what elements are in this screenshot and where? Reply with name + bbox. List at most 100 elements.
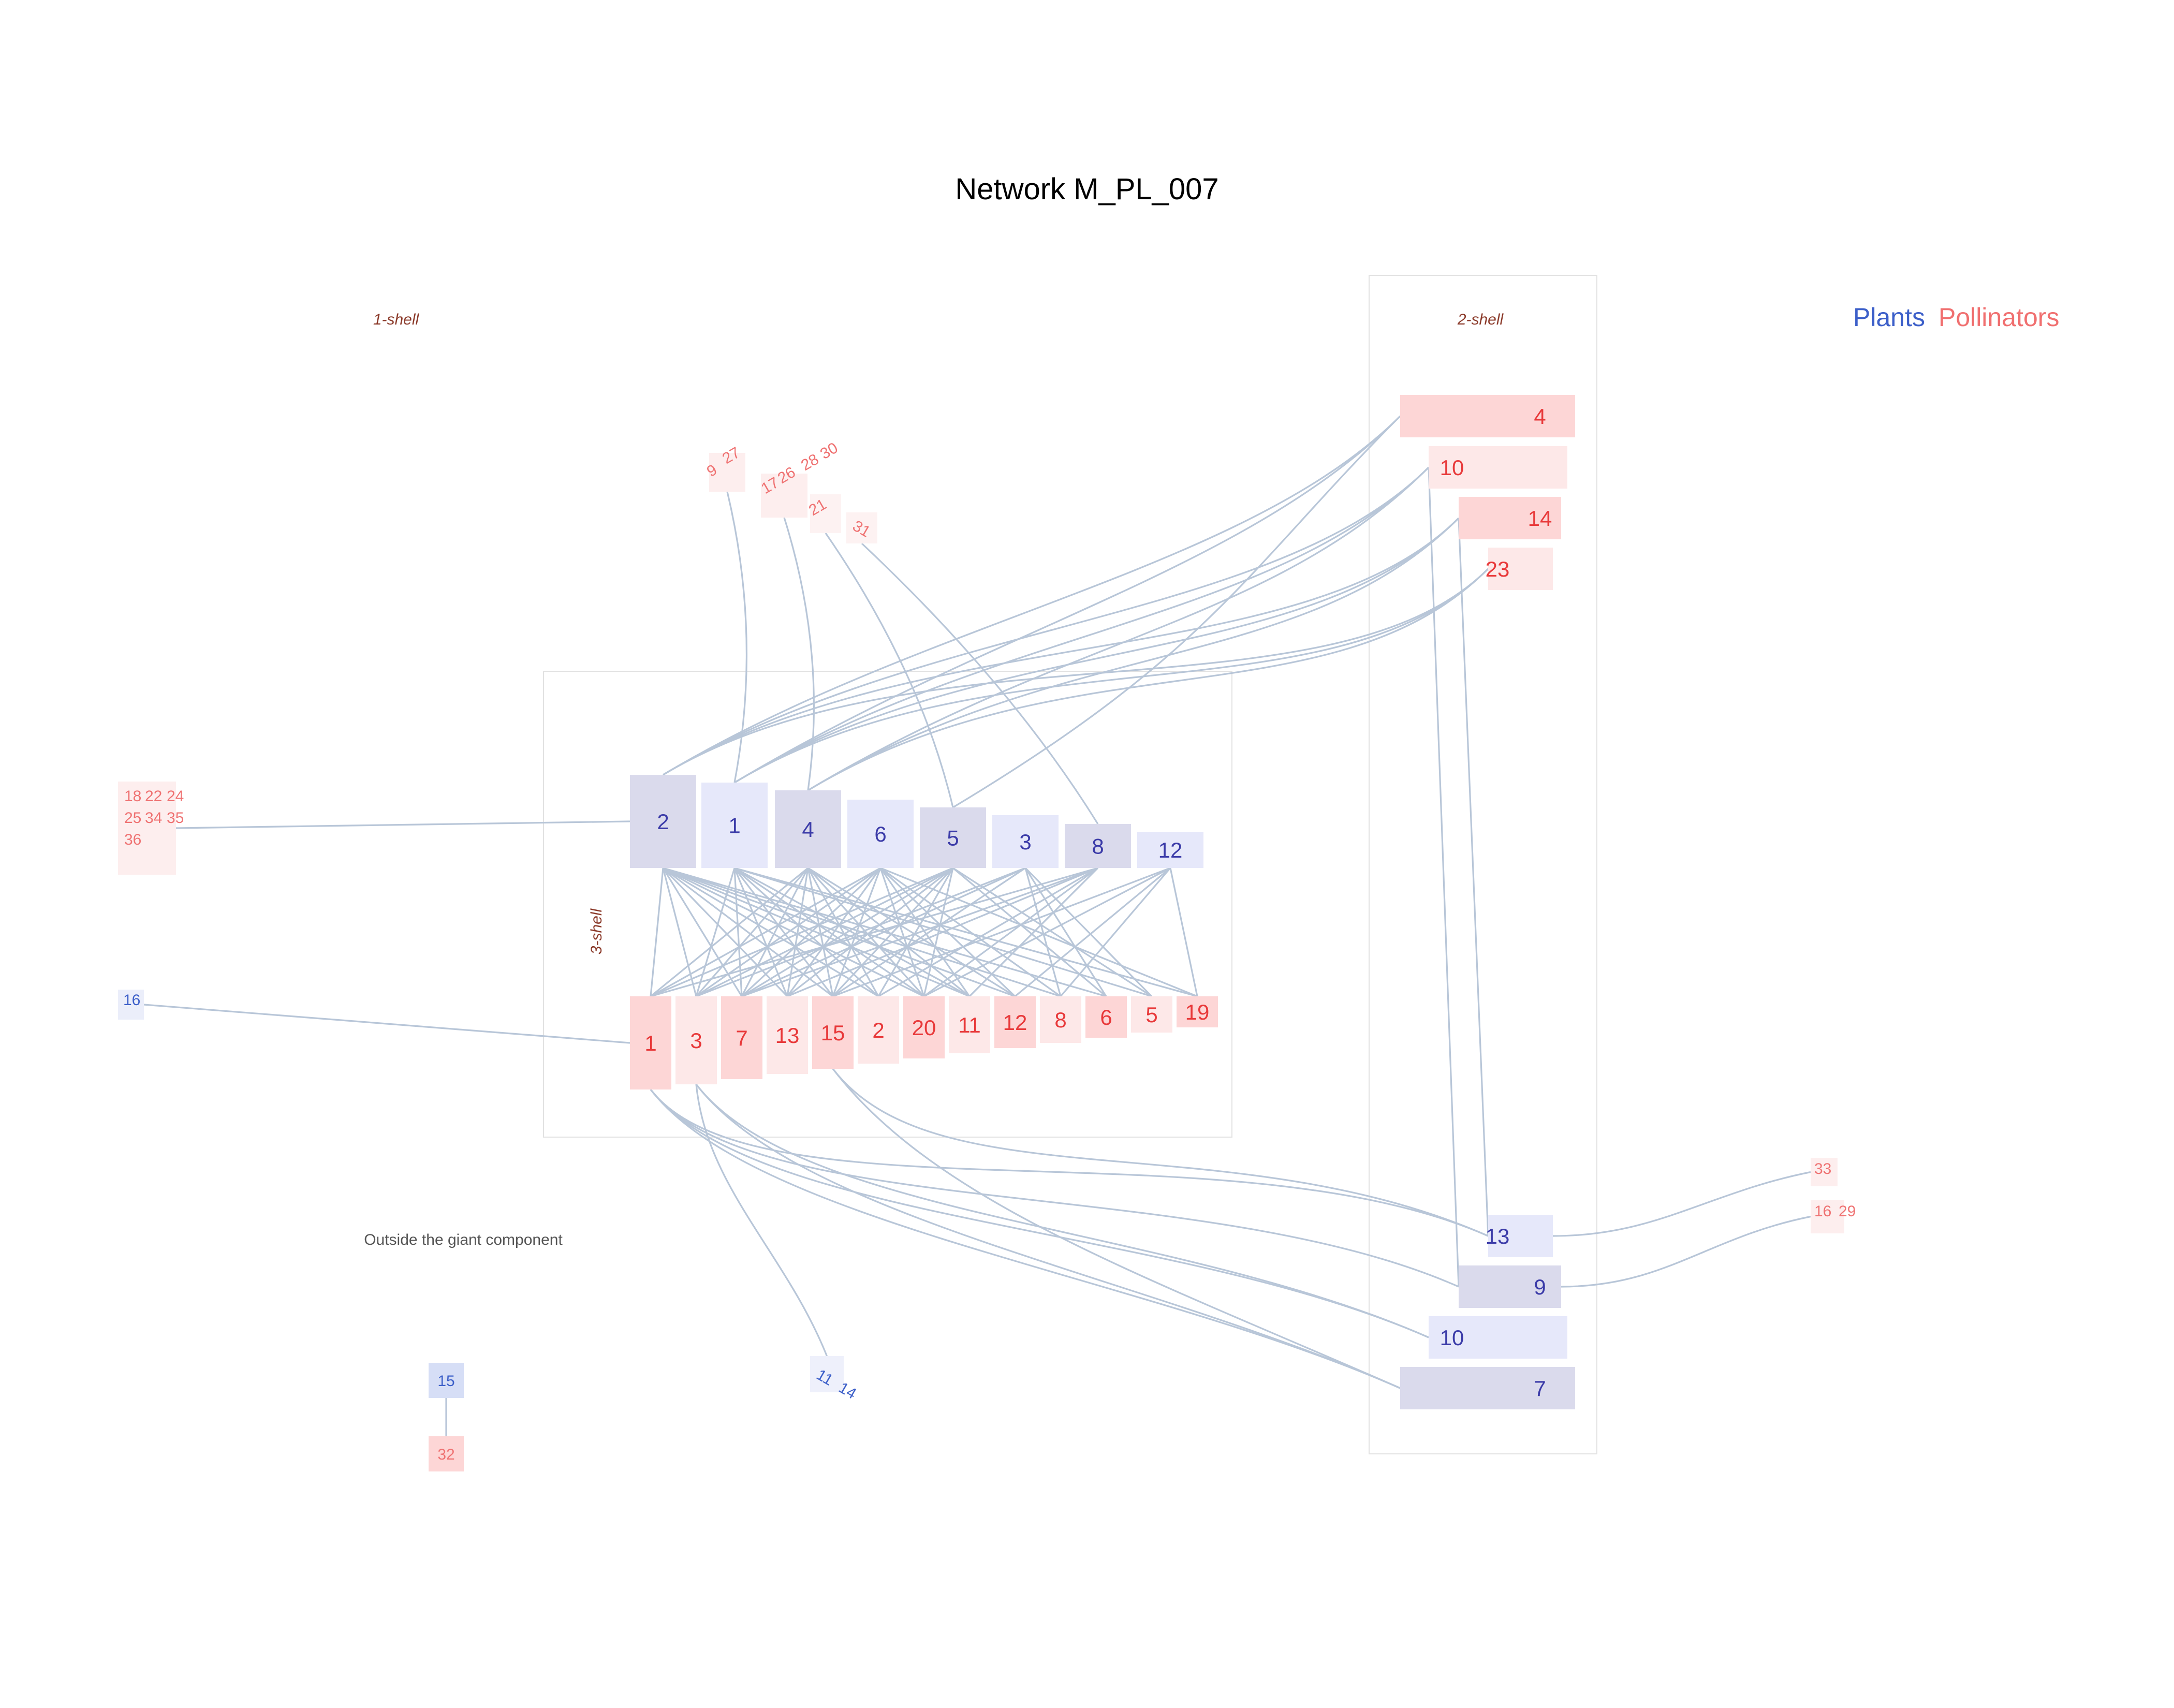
core-pollinator-node: 19 bbox=[1177, 996, 1218, 1027]
core-plant-node-box bbox=[920, 807, 986, 868]
core-plant-node-box bbox=[701, 783, 768, 868]
pollinator-group-left-label: 24 bbox=[167, 788, 184, 805]
edge bbox=[734, 867, 970, 997]
shell2-pollinator-node-label: 23 bbox=[1486, 557, 1510, 581]
core-pollinator-node-label: 15 bbox=[821, 1021, 845, 1045]
core-pollinator-node-label: 1 bbox=[644, 1031, 656, 1055]
core-plant-node-label: 1 bbox=[728, 814, 740, 838]
edge bbox=[807, 466, 1430, 791]
pollinator-group-9-27: 927 bbox=[704, 444, 745, 492]
edge bbox=[832, 1068, 1489, 1237]
shell2-pollinator-node-label: 4 bbox=[1534, 404, 1546, 429]
shell2-pollinator-node: 10 bbox=[1429, 446, 1567, 489]
edge bbox=[662, 867, 743, 997]
edge bbox=[741, 867, 882, 997]
core-pollinator-node: 20 bbox=[903, 996, 945, 1058]
edge bbox=[650, 867, 881, 997]
core-pollinator-node-label: 12 bbox=[1003, 1010, 1027, 1035]
core-pollinator-node-label: 7 bbox=[736, 1026, 747, 1050]
edge bbox=[787, 867, 1098, 997]
edge bbox=[734, 466, 1430, 784]
core-pollinator-node: 15 bbox=[812, 996, 854, 1069]
core-pollinator-node: 6 bbox=[1085, 996, 1127, 1038]
core-pollinator-node-label: 5 bbox=[1145, 1003, 1157, 1027]
shell3-frame bbox=[543, 671, 1232, 1138]
edge bbox=[952, 867, 1152, 997]
edge bbox=[650, 1089, 1489, 1237]
diagram-title: Network M_PL_007 bbox=[955, 172, 1218, 206]
edge bbox=[734, 867, 924, 997]
edge bbox=[650, 1089, 1429, 1338]
edge bbox=[879, 867, 971, 997]
edge bbox=[175, 820, 630, 829]
core-pollinator-node-box bbox=[949, 996, 990, 1053]
plant-group-16-box bbox=[118, 990, 144, 1020]
core-pollinator-node: 5 bbox=[1131, 996, 1172, 1033]
edge bbox=[663, 517, 1460, 776]
edge bbox=[832, 1068, 1401, 1389]
pollinator-group-16-29-label: 16 bbox=[1814, 1203, 1831, 1220]
core-plant-node-label: 3 bbox=[1019, 830, 1031, 854]
core-plant-node-label: 4 bbox=[802, 817, 814, 842]
core-plant-node-label: 5 bbox=[947, 826, 959, 850]
core-pollinator-node-box bbox=[675, 996, 717, 1084]
shell2-plant-node-label: 10 bbox=[1440, 1326, 1464, 1350]
outside-plant-node: 15 bbox=[429, 1363, 464, 1398]
pollinator-group-17-26-28-30-box bbox=[761, 474, 807, 518]
core-pollinator-node-box bbox=[858, 996, 899, 1064]
core-plant-node: 12 bbox=[1137, 832, 1203, 868]
shell2-plant-node-box bbox=[1429, 1316, 1567, 1359]
edge bbox=[734, 415, 1401, 784]
edge bbox=[696, 867, 953, 997]
core-plant-node: 5 bbox=[920, 807, 986, 868]
core-pollinator-node-box bbox=[1085, 996, 1127, 1038]
edge bbox=[662, 867, 697, 997]
edge bbox=[1552, 1171, 1811, 1237]
edge bbox=[1169, 867, 1198, 997]
edge bbox=[1458, 518, 1489, 1236]
pollinator-group-16-29-label: 29 bbox=[1839, 1203, 1856, 1220]
pollinator-group-left-label: 25 bbox=[124, 809, 141, 827]
edge bbox=[663, 867, 970, 997]
edge bbox=[861, 542, 1099, 824]
core-plant-node-box bbox=[847, 800, 914, 868]
core-plant-node: 4 bbox=[775, 790, 841, 868]
shell2-label: 2-shell bbox=[1457, 311, 1504, 328]
edge bbox=[807, 867, 879, 997]
plant-group-11-14-box bbox=[810, 1356, 844, 1392]
edge bbox=[650, 1089, 1459, 1288]
edge bbox=[741, 867, 1026, 997]
core-plant-node-label: 12 bbox=[1158, 838, 1183, 862]
pollinator-group-21: 21 bbox=[806, 494, 841, 533]
core-pollinator-node-label: 6 bbox=[1100, 1005, 1112, 1029]
edge bbox=[1014, 867, 1171, 997]
legend-plants: Plants bbox=[1853, 303, 1925, 332]
pollinator-group-left-label: 36 bbox=[124, 831, 141, 848]
edge bbox=[1024, 867, 1062, 997]
shell2-plant-node-box bbox=[1400, 1367, 1575, 1409]
shell2-pollinator-node: 4 bbox=[1400, 395, 1575, 437]
edge bbox=[696, 867, 1026, 997]
edge bbox=[952, 415, 1401, 808]
edge bbox=[807, 867, 834, 997]
core-pollinator-node-box bbox=[767, 996, 808, 1074]
core-plant-node: 8 bbox=[1065, 824, 1131, 868]
core-pollinator-node-label: 20 bbox=[912, 1015, 936, 1040]
shell2-pollinator-node: 23 bbox=[1486, 548, 1553, 590]
shell2-pollinator-node-box bbox=[1400, 395, 1575, 437]
pollinator-group-31-box bbox=[846, 512, 877, 543]
shell2-pollinator-node-box bbox=[1488, 548, 1553, 590]
core-plant-node-label: 2 bbox=[657, 809, 669, 834]
edge bbox=[1428, 467, 1460, 1287]
shell2-plant-node-box bbox=[1459, 1265, 1561, 1308]
core-plant-node-label: 8 bbox=[1092, 834, 1104, 859]
core-pollinator-node: 3 bbox=[675, 996, 717, 1084]
edge bbox=[878, 867, 1098, 997]
pollinator-group-left-label: 18 bbox=[124, 788, 141, 805]
edge bbox=[807, 867, 970, 997]
edge bbox=[783, 517, 815, 791]
shell2-plant-node: 9 bbox=[1459, 1265, 1561, 1308]
edge bbox=[650, 1089, 1401, 1389]
plant-group-16-label: 16 bbox=[123, 992, 140, 1009]
